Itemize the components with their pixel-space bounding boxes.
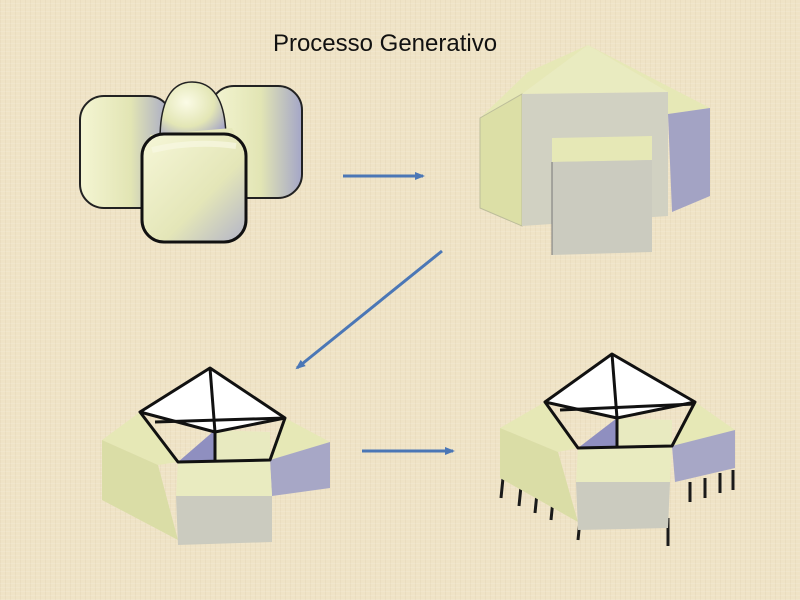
s4-roof-right <box>612 354 695 418</box>
block-mid-top <box>552 136 652 162</box>
s3-front-top <box>176 460 272 496</box>
s3-left-top <box>102 412 178 465</box>
s3-inner-shade <box>178 430 215 462</box>
s3-left-face <box>102 440 178 540</box>
s4-roof-left <box>545 354 617 418</box>
s4-left-top <box>500 402 578 452</box>
s4-inner-floor <box>617 418 672 446</box>
pilotis-1 <box>499 477 505 499</box>
blob-dome <box>159 81 227 141</box>
s4-right-face <box>672 430 735 482</box>
s3-inner-floor <box>215 430 270 462</box>
s3-front-face <box>176 496 272 545</box>
s4-front-top <box>576 446 672 482</box>
s3-ridge-mid <box>154 416 286 424</box>
block-center-top <box>522 45 668 94</box>
arrow-step2-to-step3 <box>295 249 443 370</box>
s4-left-face <box>500 428 578 522</box>
s4-front-face <box>576 482 670 530</box>
diagram-title: Processo Generativo <box>272 30 498 57</box>
s4-right-top <box>672 402 735 448</box>
blob-front <box>140 132 248 244</box>
s3-roof-right <box>210 368 285 432</box>
step-3-pentagon-building <box>102 366 330 545</box>
blob-front-top-highlight <box>151 140 237 153</box>
s3-right-face <box>270 442 330 496</box>
block-back-left-top <box>480 45 588 118</box>
block-right-top <box>588 45 710 114</box>
s4-ridge-mid <box>559 402 696 412</box>
s4-inner-shade <box>578 418 617 448</box>
step-4-building-on-pilotis <box>499 352 735 546</box>
block-right-shade <box>668 108 710 212</box>
s4-pentagon-outline <box>543 352 697 450</box>
s3-pentagon-outline <box>138 366 287 464</box>
step-2-faceted-blocks <box>479 45 710 255</box>
block-front-face <box>552 160 652 255</box>
s3-right-top <box>270 418 330 462</box>
step-1-rounded-blobs <box>79 81 303 244</box>
s3-ridge-right <box>214 416 286 434</box>
